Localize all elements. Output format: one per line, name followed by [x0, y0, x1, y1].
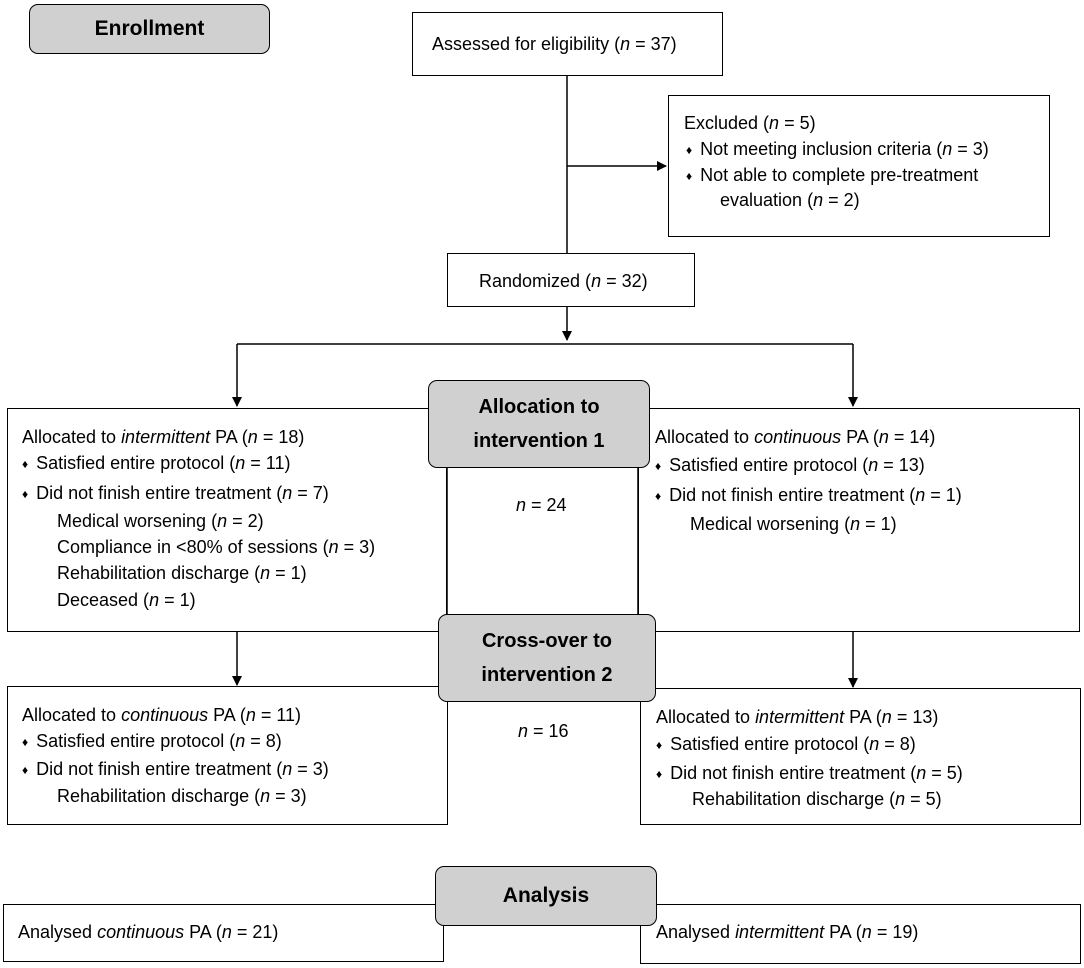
analysis-left-box: [3, 904, 444, 962]
bullet-icon: ♦: [22, 487, 29, 501]
bullet-icon: ♦: [655, 489, 662, 503]
excluded-title: Excluded (n = 5): [684, 113, 816, 133]
assessed-text: Assessed for eligibility (n = 37): [432, 34, 677, 54]
phase2-right-box: [640, 688, 1081, 825]
randomized-box: [447, 253, 695, 307]
phase1-left-sub4: Deceased (n = 1): [57, 590, 196, 610]
phase2-right-notfinish: ♦Did not finish entire treatment (n = 5): [656, 763, 963, 783]
phase1-left-box: [7, 408, 447, 632]
phase1-left-sub2: Compliance in <80% of sessions (n = 3): [57, 537, 376, 557]
bullet-icon: ♦: [22, 763, 29, 777]
phase1-right-notfinish: ♦Did not finish entire treatment (n = 1): [655, 485, 962, 505]
excluded-box: [668, 95, 1050, 237]
enrollment-header: Enrollment: [29, 4, 270, 54]
phase2-right-satisfied: ♦Satisfied entire protocol (n = 8): [656, 734, 916, 754]
phase1-left-notfinish: ♦Did not finish entire treatment (n = 7): [22, 483, 329, 503]
phase2-left-notfinish: ♦Did not finish entire treatment (n = 3): [22, 759, 329, 779]
phase1-left-sub3: Rehabilitation discharge (n = 1): [57, 563, 307, 583]
excluded-item-1: ♦Not meeting inclusion criteria (n = 3): [686, 139, 989, 159]
bullet-icon: ♦: [655, 459, 662, 473]
phase1-right-box: [638, 408, 1080, 632]
analysis-header: Analysis: [435, 866, 657, 926]
randomized-text: Randomized (n = 32): [479, 271, 648, 291]
phase2-right-sub1: Rehabilitation discharge (n = 5): [692, 789, 942, 809]
phase1-left-title: Allocated to intermittent PA (n = 18): [22, 427, 305, 447]
phase1-left-sub1: Medical worsening (n = 2): [57, 511, 264, 531]
phase1-right-title: Allocated to continuous PA (n = 14): [655, 427, 936, 447]
phase2-left-satisfied: ♦Satisfied entire protocol (n = 8): [22, 731, 282, 751]
bullet-icon: ♦: [22, 735, 29, 749]
bullet-icon: ♦: [686, 143, 693, 157]
phase1-right-satisfied: ♦Satisfied entire protocol (n = 13): [655, 455, 925, 475]
phase2-left-box: [7, 686, 448, 825]
phase2-center-count: n = 16: [518, 721, 569, 741]
analysis-right-box: [640, 904, 1081, 964]
assessed-box: [412, 12, 723, 76]
bullet-icon: ♦: [656, 767, 663, 781]
phase1-center-count: n = 24: [516, 495, 567, 515]
bullet-icon: ♦: [22, 457, 29, 471]
phase1-center-frame: [446, 465, 639, 617]
phase2-left-title: Allocated to continuous PA (n = 11): [22, 705, 302, 725]
excluded-item-2: ♦Not able to complete pre-treatment: [686, 165, 979, 185]
excluded-item-2-cont: evaluation (n = 2): [720, 190, 860, 210]
phase2-right-title: Allocated to intermittent PA (n = 13): [656, 707, 939, 727]
bullet-icon: ♦: [656, 738, 663, 752]
bullet-icon: ♦: [686, 169, 693, 183]
phase2-left-sub1: Rehabilitation discharge (n = 3): [57, 786, 307, 806]
analysis-right-text: Analysed intermittent PA (n = 19): [656, 922, 919, 942]
analysis-left-text: Analysed continuous PA (n = 21): [18, 922, 279, 942]
phase1-right-sub1: Medical worsening (n = 1): [690, 514, 897, 534]
phase1-left-satisfied: ♦Satisfied entire protocol (n = 11): [22, 453, 291, 473]
